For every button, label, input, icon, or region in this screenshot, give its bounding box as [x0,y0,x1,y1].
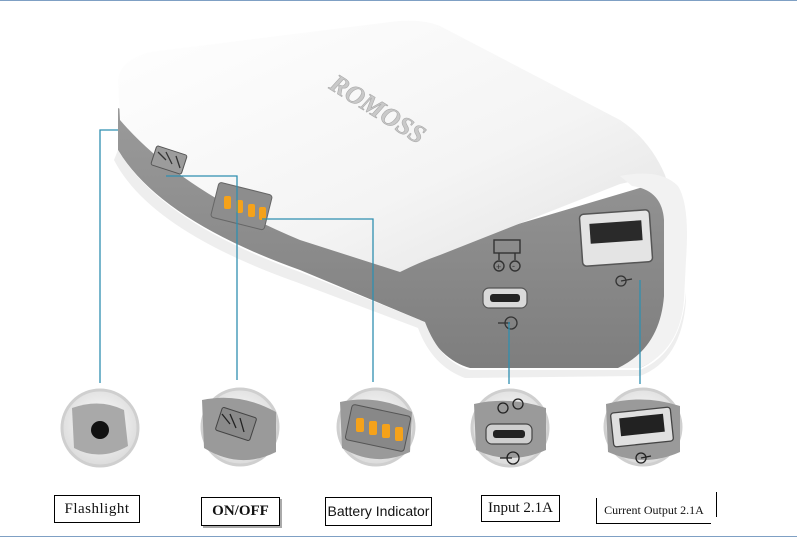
battery-indicator-label: Battery Indicator [325,497,432,526]
on-off-detail-circle [200,387,280,467]
flashlight-detail-circle [60,388,140,468]
bottom-border [0,536,797,537]
side-battery-leds [210,182,273,231]
micro-usb-port-area: + - [482,239,528,330]
svg-text:-: - [512,261,515,271]
output-label-divider [716,492,717,517]
top-border [0,0,797,1]
flashlight-label: Flashlight [54,495,140,523]
current-output-label: Current Output 2.1A [596,498,711,524]
on-off-label: ON/OFF [201,497,280,526]
side-switch [150,145,188,175]
input-detail-circle [470,388,550,468]
power-bank-body: ROMOSS + - [114,20,687,378]
callout-lines [99,129,641,384]
svg-text:+: + [496,262,501,272]
usb-a-port [578,209,654,287]
output-detail-circle [603,387,683,467]
input-label: Input 2.1A [481,495,560,522]
battery-indicator-detail-circle [336,387,416,467]
